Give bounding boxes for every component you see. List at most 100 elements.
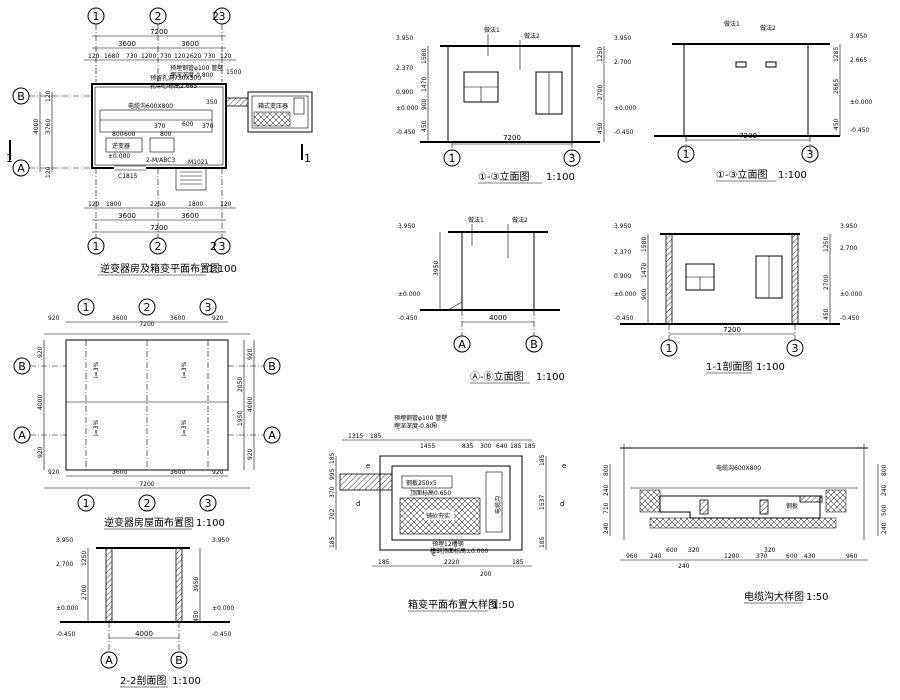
roof-r920a: 920 [247,348,254,360]
sec22-title: 2-2剖面图 [120,674,166,687]
roof-axis-B-left: B [18,360,26,373]
roof-axis-3: 3 [205,301,212,314]
box-transformer-detail: 预埋钢管φ100 管壁 埋深深度-0.800 c 1315 185 1455 8… [329,414,566,612]
axis-3: 3 [219,10,226,23]
axis-1: 1 [93,10,100,23]
trench-r800: 800 [881,464,888,476]
trench-b1200: 1200 [724,553,739,560]
sec22-rm045: -0.450 [212,631,232,638]
dim-600-a: 600 [182,121,194,128]
dim-730-a: 730 [126,53,138,60]
roof-t7200: 7200 [139,321,154,328]
roof-b7200: 7200 [139,481,154,488]
elev13a-scale: 1:100 [546,172,575,183]
box-r185: 185 [539,454,546,466]
roof-axis-1-bottom: 1 [83,497,90,510]
elev13a-l0900: 0.900 [396,89,413,96]
axis-A: A [17,162,25,175]
box-sec-e-right: e [562,462,566,470]
trench-b370: 370 [756,553,768,560]
dim-1200: 1200 [141,53,156,60]
elevation-A-B: 做法1 做法2 3.950 ±0.000 -0.450 3950 4000 A … [398,216,565,384]
box-note-pipe: 预埋钢管φ100 管壁 [394,414,447,422]
trench-b320a: 320 [688,547,700,554]
elevAB-l000: ±0.000 [398,291,420,298]
dim-left-3760: 3760 [45,119,52,134]
elev13a-r2700: 2.700 [614,59,631,66]
trench-note: 钢板 [786,502,798,510]
box-note-b2: 槽钢顶面标高±0.000 [430,547,488,555]
trench-b600a: 600 [666,547,678,554]
sec22-r000: ±0.000 [212,605,234,612]
sec22-l2700: 2.700 [56,561,73,568]
roof-r1950: 1950 [237,411,244,426]
cabinet-label: 2-M/ABC3 [146,157,175,164]
sec22-w4000: 4000 [135,630,153,638]
dim-800-b: 800 [160,131,172,138]
elev13a-d900: 900 [421,98,428,110]
dim-370-b: 370 [202,123,214,130]
plan-axis-top: 1 2 3 2 [87,7,231,82]
plan-note-depth: 埋深深度-0.800 [170,71,214,79]
plan-elev-label: ±0.000 [108,153,130,160]
elev13a-d1250: 1250 [597,47,604,62]
elevAB-d3950: 3950 [433,261,440,276]
box-r1537: 1537 [539,495,546,510]
box-b200: 200 [480,571,492,578]
plan-scale: 1:100 [208,264,237,275]
box-b185b: 185 [512,559,524,566]
axis-2: 2 [155,10,162,23]
dim-730-b: 730 [160,53,172,60]
sec11-r2700: 2.700 [840,245,857,252]
sec22-d1250: 1250 [81,551,88,566]
trench-scale: 1:50 [806,592,828,603]
axis-B: B [17,90,25,103]
elev13b-d2665: 2665 [833,79,840,94]
sec11-d1580: 1580 [641,237,648,252]
door-tag: M1021 [188,159,209,166]
roof-axis-2-bottom: 2 [144,497,151,510]
sec22-l3950: 3.950 [56,537,73,544]
elev13a-r3950: 3.950 [614,35,631,42]
elev13b-r3950: 3.950 [850,33,867,40]
sec11-r3950: 3.950 [840,223,857,230]
box-title: 箱变平面布置大样图 [408,598,498,611]
sec22-scale: 1:100 [172,676,201,687]
roof-l4000: 4000 [37,395,44,410]
dim-120-b: 120 [174,53,186,60]
section-2-2: 3.950 2.700 ±0.000 -0.450 1250 2700 3.95… [56,537,234,688]
sec22-axis-A: A [105,654,113,667]
plan-box-label: 箱式变压器 [258,102,288,110]
elev13a-r000: ±0.000 [614,105,636,112]
box-sec-e-left: e [366,462,370,470]
dim-total-top: 7200 [150,28,168,36]
window-tag: C1815 [118,173,138,180]
dim-730-c: 730 [204,53,216,60]
elevAB-title: Ⓐ-Ⓑ立面图 [470,370,524,383]
elev13a-title: ①-③立面图 [478,170,530,183]
sec11-w7200: 7200 [723,326,741,334]
roof-l920a: 920 [37,346,44,358]
trench-b240b: 240 [678,563,690,570]
box-l702: 702 [329,508,336,520]
sec11-d1470: 1470 [641,263,648,278]
box-t1315: 1315 [348,433,363,440]
trench-r240: 240 [881,484,888,496]
elev13a-d1580: 1580 [421,49,428,64]
elev13a-tag2: 做法2 [524,32,540,40]
roof-r2050: 2050 [237,377,244,392]
plan-entry-steps [175,167,207,191]
box-r185b: 185 [539,536,546,548]
bdim-1800-b: 1800 [188,201,203,208]
plan-note-pipe: 预埋钢管φ100 管壁 [170,64,223,72]
box-t185b: 185 [510,443,522,450]
dim-left-4000: 4000 [33,119,40,134]
trench-l710: 710 [603,502,610,514]
elev13b-tag1: 做法1 [724,20,740,28]
box-sec-d-left: d [356,500,360,508]
roof-axis-A-left: A [18,429,26,442]
elev13a-axis-1: 1 [449,152,456,165]
roof-axis-2: 2 [144,301,151,314]
roof-t3600a: 3600 [112,315,127,322]
elev13b-axis-1: 1 [683,148,690,161]
